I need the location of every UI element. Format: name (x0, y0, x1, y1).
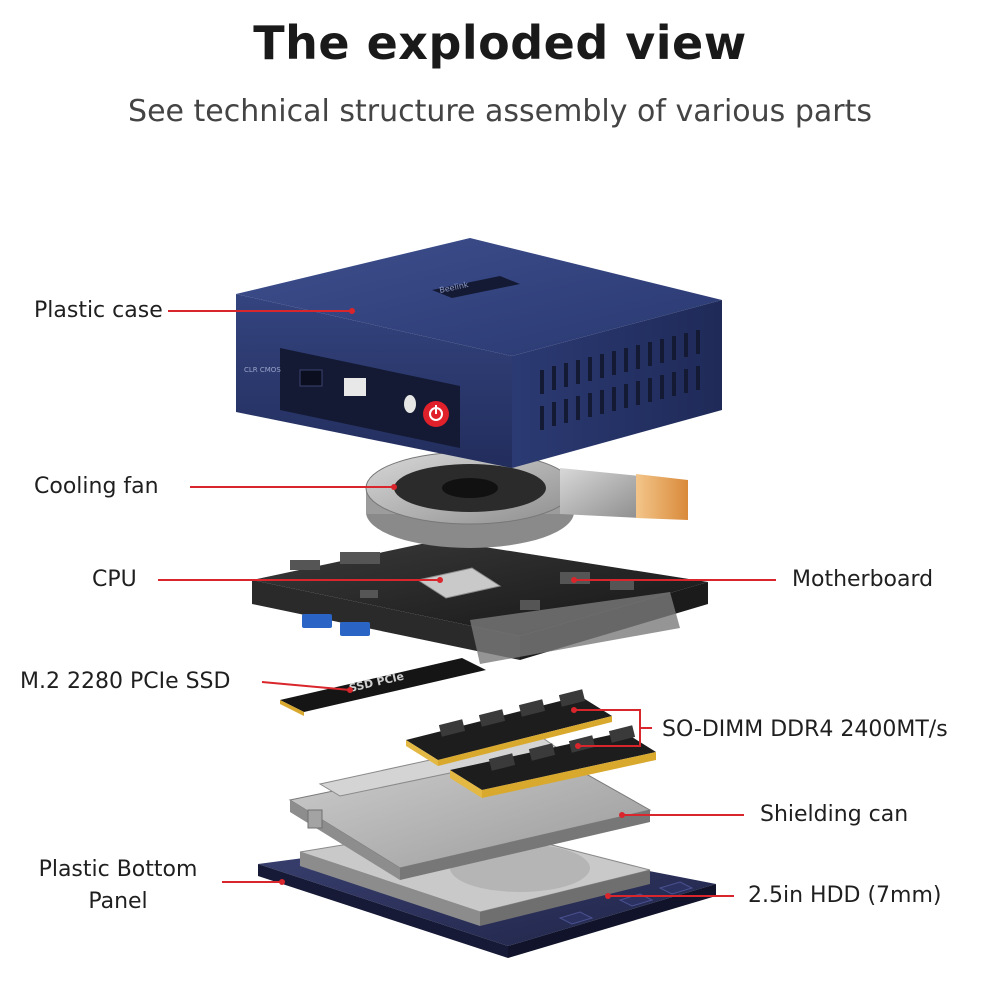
label-bottom-panel-line1: Plastic Bottom (38, 857, 198, 882)
label-cpu: CPU (92, 567, 137, 592)
label-ram: SO-DIMM DDR4 2400MT/s (662, 717, 948, 742)
label-cooling-fan: Cooling fan (34, 474, 159, 499)
motherboard-part (252, 540, 708, 664)
page-subtitle: See technical structure assembly of vari… (128, 94, 872, 129)
label-hdd: 2.5in HDD (7mm) (748, 883, 942, 908)
leader-lines (158, 308, 776, 899)
label-ssd: M.2 2280 PCIe SSD (20, 669, 231, 694)
label-motherboard: Motherboard (792, 567, 934, 592)
leader-line-ssd (261, 681, 351, 691)
cooling-fan-part (365, 451, 688, 548)
usb-port-icon (340, 622, 370, 636)
audio-jack-icon (404, 395, 416, 413)
usb-port-icon (302, 614, 332, 628)
plastic-case-part: Beelink CLR CMOS (236, 238, 722, 468)
label-plastic-case: Plastic case (34, 298, 163, 323)
cpu-chip (416, 567, 502, 599)
brand-plate (432, 276, 520, 298)
label-shielding-can: Shielding can (760, 802, 909, 827)
label-bottom-panel-line2: Panel (88, 889, 148, 914)
page-title: The exploded view (253, 16, 747, 70)
port-label-text: CLR CMOS (244, 366, 281, 374)
